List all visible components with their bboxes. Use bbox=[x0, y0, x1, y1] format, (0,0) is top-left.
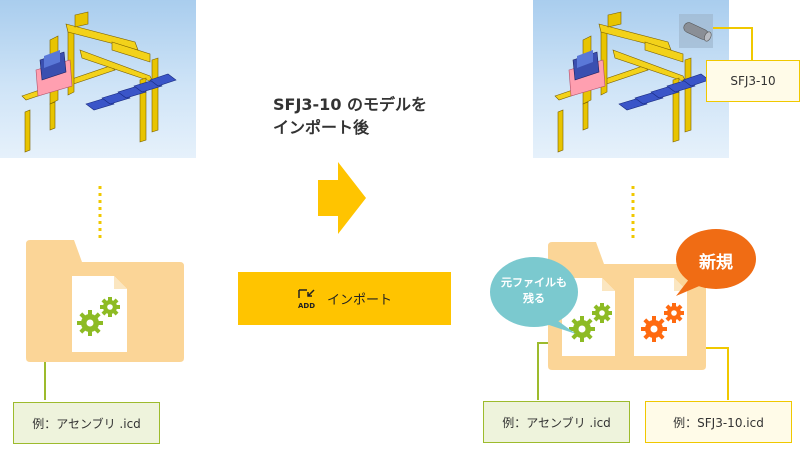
bubble-original-kept-shape bbox=[490, 257, 578, 334]
gears-new-icon bbox=[641, 303, 684, 342]
right-new-file-label: 例：SFJ3-10.icd bbox=[645, 401, 792, 443]
gears-icon bbox=[569, 303, 612, 342]
right-arrow-icon bbox=[318, 162, 366, 234]
cylinder-part-icon bbox=[679, 14, 713, 48]
left-file-label-text: 例：アセンブリ .icd bbox=[32, 416, 141, 431]
model-callout-text: SFJ3-10 bbox=[730, 74, 776, 88]
import-button-label: インポート bbox=[326, 293, 392, 308]
file-icon bbox=[72, 276, 127, 352]
model-callout-label: SFJ3-10 bbox=[706, 60, 800, 102]
import-button[interactable]: ADD インポート bbox=[238, 272, 451, 325]
robot-assembly-illustration bbox=[554, 11, 713, 153]
bubble-new-text: 新規 bbox=[699, 252, 733, 273]
cad-model-before bbox=[0, 0, 196, 158]
gears-icon bbox=[77, 297, 120, 336]
bubble-original-kept: 元ファイルも 残る bbox=[490, 262, 578, 320]
right-existing-file-label-text: 例：アセンブリ .icd bbox=[502, 415, 611, 430]
add-import-icon: ADD bbox=[298, 288, 315, 310]
cad-model-after bbox=[533, 0, 729, 158]
right-new-file-label-text: 例：SFJ3-10.icd bbox=[673, 415, 764, 430]
left-file-label: 例：アセンブリ .icd bbox=[13, 402, 160, 444]
caption: SFJ3-10 のモデルを インポート後 bbox=[273, 93, 427, 139]
bubble-new: 新規 bbox=[676, 232, 756, 288]
right-existing-file-label: 例：アセンブリ .icd bbox=[483, 401, 630, 443]
add-icon-text: ADD bbox=[298, 302, 315, 310]
bubble-new-shape bbox=[676, 229, 756, 296]
bubble-original-kept-text: 元ファイルも 残る bbox=[501, 276, 567, 305]
caption-line-2: インポート後 bbox=[273, 118, 370, 137]
caption-line-1: SFJ3-10 のモデルを bbox=[273, 95, 428, 114]
robot-assembly-illustration bbox=[21, 11, 177, 153]
